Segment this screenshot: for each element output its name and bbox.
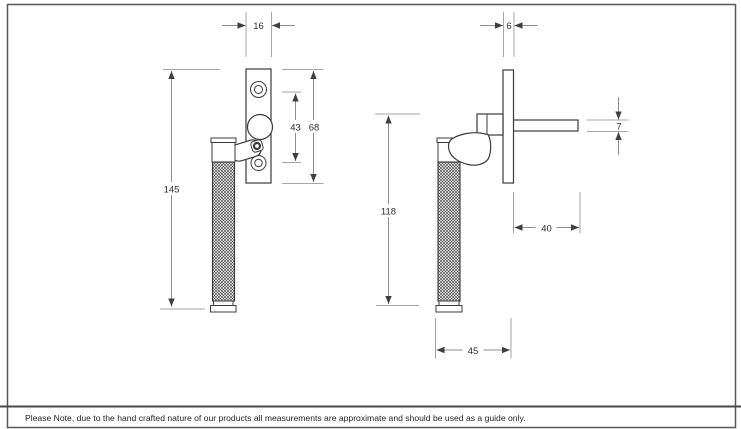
bottom-screw-hole (250, 155, 267, 171)
dim-spindle-length: 40 (513, 192, 581, 235)
dim-plate-height: 68 (282, 69, 324, 184)
backplate-side (502, 69, 515, 184)
sheet-border (6, 3, 737, 429)
top-screw-hole (250, 81, 267, 98)
arm-screw (252, 141, 262, 151)
dimension-label-fixing-centres: 43 (290, 123, 301, 134)
knurled-grip-front (210, 137, 237, 313)
dim-fixing-centres: 43 (282, 91, 305, 163)
dim-projection: 45 (435, 318, 512, 359)
handle-neck (476, 113, 504, 136)
dimension-label-spindle-length: 40 (541, 224, 552, 235)
knurled-grip-side (435, 137, 463, 313)
dimension-label-plate-width: 16 (253, 21, 264, 32)
dim-plate-width: 16 (222, 12, 295, 57)
dimension-label-plate-height: 68 (309, 123, 320, 134)
front-view: 16 145 43 (160, 12, 324, 313)
dim-plate-thickness: 6 (480, 12, 538, 57)
dim-spindle-height: 7 (587, 97, 629, 155)
dim-overall-height: 145 (160, 69, 220, 310)
dimension-label-overall-height: 145 (164, 185, 180, 196)
pivot-boss (246, 113, 274, 141)
spindle (512, 119, 579, 132)
dim-handle-drop: 118 (375, 113, 420, 306)
dimension-label-projection: 45 (468, 346, 479, 357)
dimension-label-spindle-height: 7 (616, 122, 621, 133)
note-text: Please Note, due to the hand crafted nat… (25, 413, 526, 423)
dimension-label-plate-thickness: 6 (506, 21, 511, 32)
dimension-label-handle-drop: 118 (381, 207, 396, 218)
side-view: 6 7 118 (375, 12, 629, 359)
handle-arm-side (447, 132, 492, 166)
